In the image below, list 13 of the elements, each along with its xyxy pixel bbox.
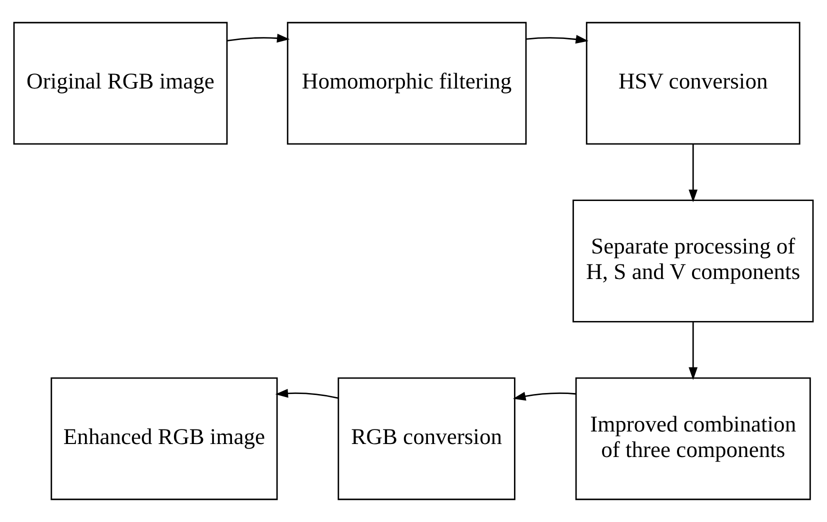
node-box: HSV conversion xyxy=(586,22,800,145)
node-box: Original RGB image xyxy=(13,22,228,145)
arrow xyxy=(275,388,338,399)
node-box: RGB conversion xyxy=(338,377,516,500)
node-box: Enhanced RGB image xyxy=(50,377,278,500)
arrow xyxy=(227,34,290,43)
node-box: Improved combination of three components xyxy=(575,377,811,500)
arrow xyxy=(512,392,576,401)
node-box: Homomorphic filtering xyxy=(286,22,527,145)
node-box: Separate processing of H, S and V components xyxy=(572,200,814,322)
arrow xyxy=(688,322,698,380)
arrow xyxy=(688,144,698,202)
arrow xyxy=(526,34,588,44)
